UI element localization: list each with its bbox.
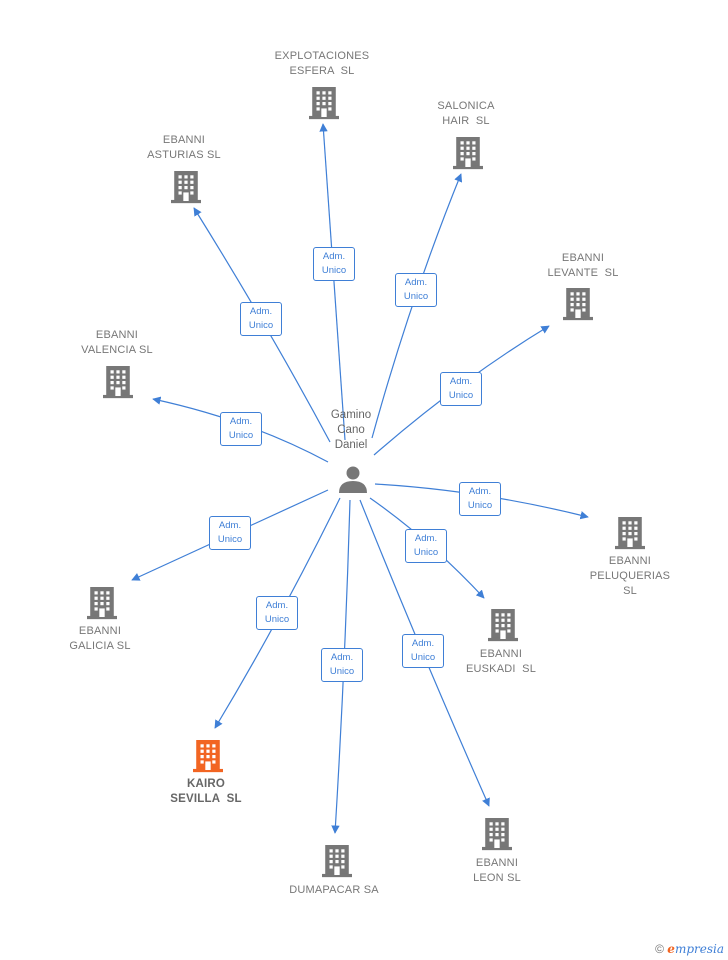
relation-badge-ebanni-valencia: Adm. Unico [220, 412, 262, 446]
relation-badge-ebanni-galicia: Adm. Unico [209, 516, 251, 550]
building-icon-ebanni-valencia[interactable] [103, 366, 133, 399]
relation-badge-ebanni-asturias: Adm. Unico [240, 302, 282, 336]
copyright-symbol: © [655, 942, 664, 956]
company-label-explotaciones-esfera[interactable]: EXPLOTACIONES ESFERA SL [274, 50, 370, 77]
relation-badge-ebanni-euskadi: Adm. Unico [405, 529, 447, 563]
company-label-ebanni-levante[interactable]: EBANNI LEVANTE SL [547, 252, 619, 279]
relation-badge-salonica-hair: Adm. Unico [395, 273, 437, 307]
company-label-ebanni-valencia[interactable]: EBANNI VALENCIA SL [81, 329, 153, 356]
brand-logo: empresia [667, 942, 724, 956]
relation-badge-dumapacar: Adm. Unico [321, 648, 363, 682]
building-icon-ebanni-levante[interactable] [563, 288, 593, 321]
company-label-dumapacar[interactable]: DUMAPACAR SA [289, 884, 379, 896]
building-icon-explotaciones-esfera[interactable] [309, 87, 339, 120]
company-label-ebanni-leon[interactable]: EBANNI LEON SL [473, 857, 521, 884]
relation-badge-kairo-sevilla: Adm. Unico [256, 596, 298, 630]
person-name-label[interactable]: Gamino Cano Daniel [330, 409, 372, 451]
building-icon-kairo-sevilla[interactable] [193, 740, 223, 773]
company-label-ebanni-galicia[interactable]: EBANNI GALICIA SL [69, 625, 131, 652]
footer-brand: © empresia [655, 942, 724, 956]
building-icon-ebanni-leon[interactable] [482, 818, 512, 851]
company-label-ebanni-asturias[interactable]: EBANNI ASTURIAS SL [147, 134, 221, 161]
company-label-salonica-hair[interactable]: SALONICA HAIR SL [437, 100, 495, 127]
building-icon-salonica-hair[interactable] [453, 137, 483, 170]
company-label-kairo-sevilla[interactable]: KAIRO SEVILLA SL [170, 778, 242, 805]
edge-explotaciones-esfera [319, 123, 346, 441]
person-icon[interactable] [339, 466, 367, 494]
relation-badge-explotaciones-esfera: Adm. Unico [313, 247, 355, 281]
company-label-ebanni-euskadi[interactable]: EBANNI EUSKADI SL [465, 648, 537, 675]
relation-badge-ebanni-levante: Adm. Unico [440, 372, 482, 406]
building-icon-ebanni-galicia[interactable] [87, 587, 117, 620]
building-icon-dumapacar[interactable] [322, 845, 352, 878]
building-icon-ebanni-peluquerias[interactable] [615, 517, 645, 550]
company-label-ebanni-peluquerias[interactable]: EBANNI PELUQUERIAS SL [589, 555, 671, 597]
building-icon-ebanni-euskadi[interactable] [488, 609, 518, 642]
building-icon-ebanni-asturias[interactable] [171, 171, 201, 204]
relation-badge-ebanni-peluquerias: Adm. Unico [459, 482, 501, 516]
relation-badge-ebanni-leon: Adm. Unico [402, 634, 444, 668]
